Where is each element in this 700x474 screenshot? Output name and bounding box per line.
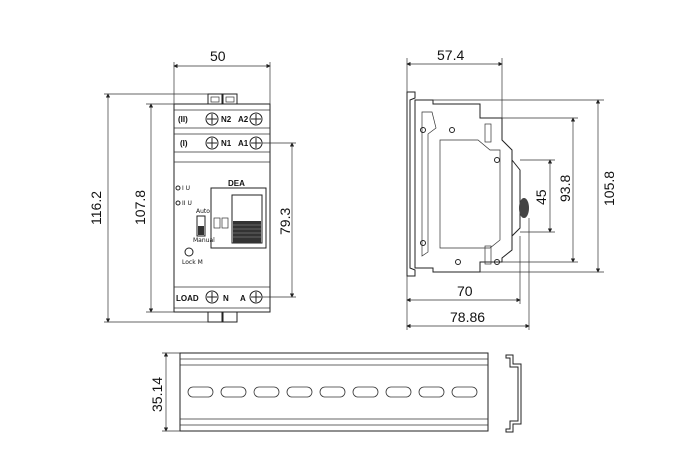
label-load: LOAD <box>176 294 199 303</box>
handle-toggle <box>233 221 261 243</box>
pos-indicator-2 <box>221 217 229 229</box>
dim-side-height-overall: 105.8 <box>601 171 617 206</box>
side-hole-2 <box>449 127 455 133</box>
din-rail-view: 35.14 <box>149 352 522 433</box>
rail-slot <box>319 386 346 398</box>
label-auto: Auto <box>196 208 210 215</box>
label-indicator-1: I U <box>182 185 190 192</box>
rail-slots <box>187 386 478 398</box>
side-rail-clip <box>406 91 416 277</box>
side-inner-panel <box>439 139 501 249</box>
side-toggle-knob <box>519 198 529 218</box>
dim-front-width: 50 <box>210 48 226 64</box>
label-a2: A2 <box>238 115 249 124</box>
dim-front-terminal-spacing: 79.3 <box>277 208 293 235</box>
label-a1: A1 <box>238 139 249 148</box>
brand-logo: DEA <box>228 179 245 188</box>
rail-slot <box>286 386 313 398</box>
top-clip-left <box>207 93 223 105</box>
indicator-led-1 <box>175 185 181 191</box>
rail-slot <box>253 386 280 398</box>
rail-slot <box>220 386 247 398</box>
label-manual: Manual <box>193 237 215 244</box>
label-n1: N1 <box>221 139 232 148</box>
side-view: 57.4 105.8 93.8 45 70 78.86 <box>406 47 617 330</box>
front-view: (II) N2 A2 (I) N1 A1 I U II U DEA Auto <box>88 48 296 323</box>
side-terminal-top <box>484 123 492 143</box>
side-hole-1 <box>420 127 426 133</box>
label-lock: Lock M <box>182 259 203 266</box>
side-hole-6 <box>494 259 500 265</box>
side-hole-4 <box>420 240 426 246</box>
lock-icon <box>184 247 194 257</box>
side-toggle-housing <box>511 158 521 238</box>
label-n: N <box>223 294 229 303</box>
top-clip-right <box>222 93 238 105</box>
label-a: A <box>240 294 246 303</box>
dim-side-toggle-height: 45 <box>533 189 549 205</box>
rail-slot <box>385 386 412 398</box>
label-bracket-i: (I) <box>180 139 188 148</box>
label-n2: N2 <box>221 115 232 124</box>
side-inner-left <box>421 111 437 257</box>
rail-slot <box>187 386 214 398</box>
side-hole-3 <box>494 157 500 163</box>
dim-side-depth-overall: 78.86 <box>450 309 485 325</box>
label-bracket-ii: (II) <box>178 115 188 124</box>
indicator-led-2 <box>175 200 181 206</box>
dim-side-depth-top: 57.4 <box>437 47 464 63</box>
top-clip-right-inner <box>225 96 235 103</box>
dim-rail-height: 35.14 <box>149 377 165 412</box>
rail-profile <box>505 354 522 433</box>
dim-front-height-body: 107.8 <box>132 190 148 225</box>
rail-slot <box>418 386 445 398</box>
dim-side-height-body: 93.8 <box>557 175 573 202</box>
rail-body <box>179 352 489 432</box>
dim-front-height-overall: 116.2 <box>88 191 104 225</box>
dim-side-depth-70: 70 <box>457 283 473 299</box>
side-body <box>414 99 513 273</box>
auto-manual-switch-knob <box>198 226 204 235</box>
top-clip-left-inner <box>210 96 220 103</box>
pos-indicator-1 <box>213 217 221 229</box>
side-terminal-bottom <box>484 245 492 265</box>
label-indicator-2: II U <box>182 200 192 207</box>
rail-slot <box>352 386 379 398</box>
rail-slot <box>451 386 478 398</box>
side-hole-5 <box>455 259 461 265</box>
bottom-clip-left <box>207 311 223 323</box>
bottom-clip-right <box>222 311 238 323</box>
